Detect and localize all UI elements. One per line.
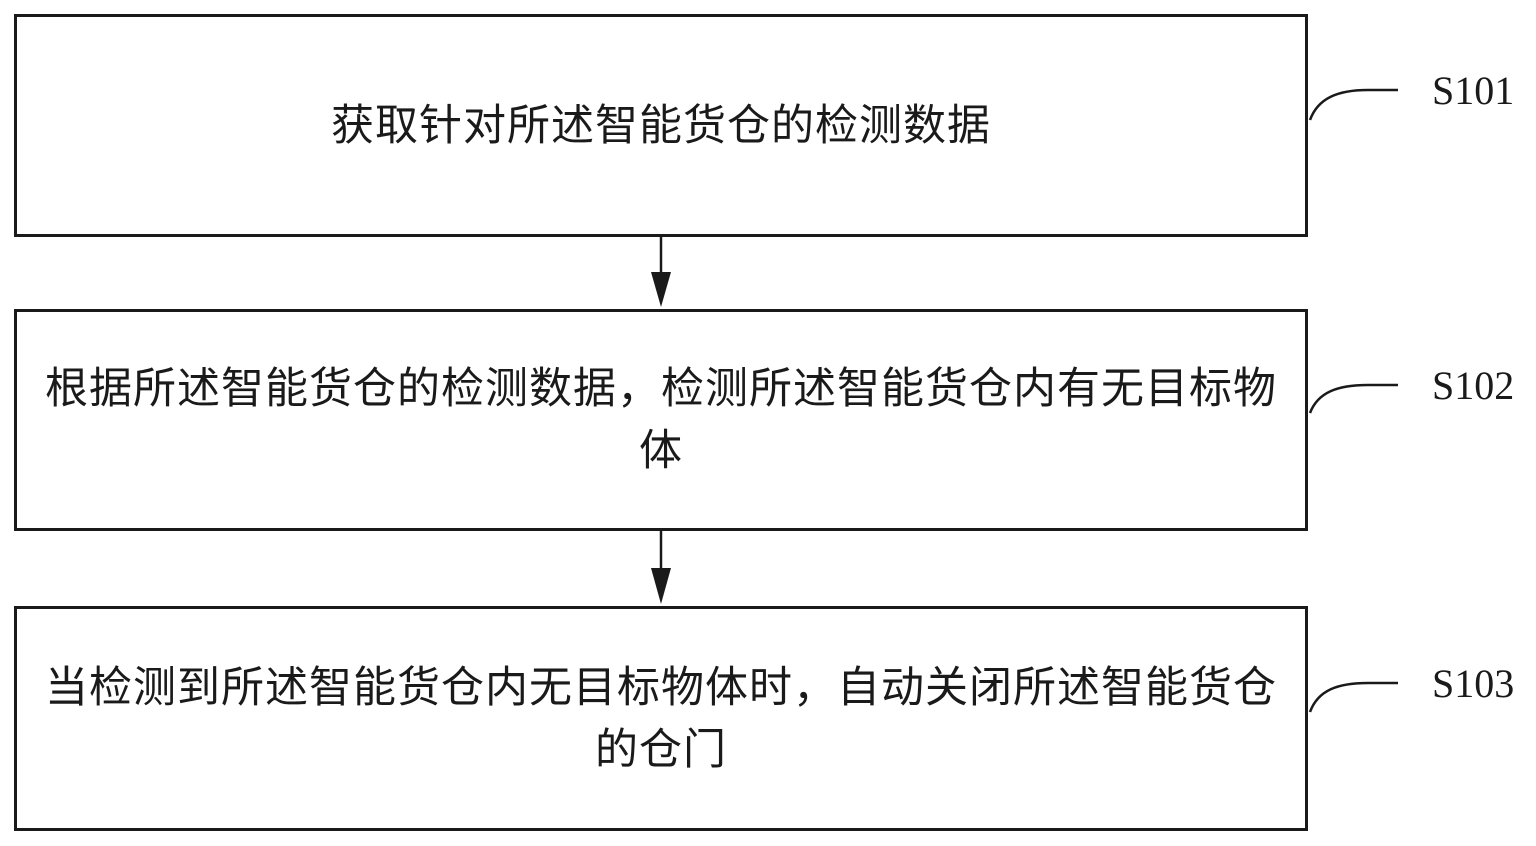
- step-label-s103: S103: [1432, 661, 1515, 706]
- label-leader-s101: [1308, 88, 1398, 121]
- arrow-head-s102-s103: [651, 568, 671, 604]
- step-text-s102: 根据所述智能货仓的检测数据，检测所述智能货仓内有无目标物体: [45, 364, 1277, 476]
- step-box-s101: 获取针对所述智能货仓的检测数据: [14, 14, 1308, 237]
- step-text-s101: 获取针对所述智能货仓的检测数据: [331, 100, 991, 151]
- step-label-s102: S102: [1432, 363, 1515, 408]
- step-label-s101: S101: [1432, 68, 1515, 113]
- label-leader-s103: [1308, 681, 1398, 713]
- arrow-head-s101-s102: [651, 272, 671, 307]
- step-box-s102: 根据所述智能货仓的检测数据，检测所述智能货仓内有无目标物体: [14, 309, 1308, 531]
- label-leader-s102: [1308, 383, 1398, 414]
- step-text-s103: 当检测到所述智能货仓内无目标物体时，自动关闭所述智能货仓的仓门: [45, 662, 1277, 775]
- step-box-s103: 当检测到所述智能货仓内无目标物体时，自动关闭所述智能货仓的仓门: [14, 606, 1308, 831]
